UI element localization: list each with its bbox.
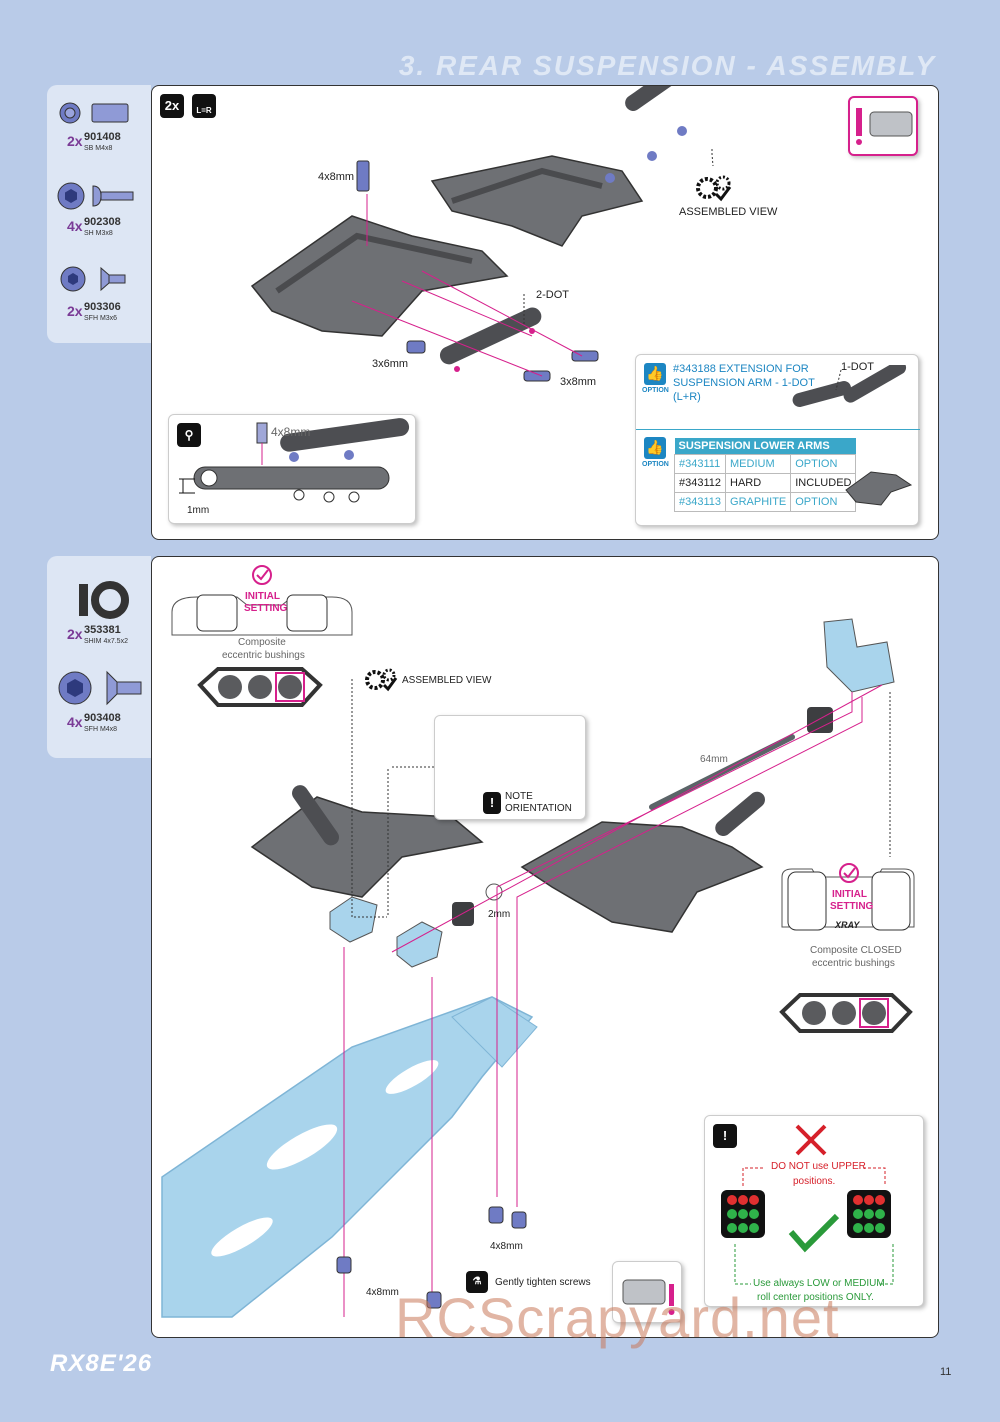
- lower-arm-thumbnail: [845, 471, 913, 506]
- one-dot-label: 1-DOT: [841, 361, 874, 373]
- shim-icon: [79, 581, 129, 619]
- assembled-view-label: ASSEMBLED VIEW: [679, 206, 778, 218]
- shim-2mm-label: 2mm: [488, 909, 511, 920]
- initial-setting-badge: [171, 565, 353, 636]
- gears-check-icon: [696, 175, 732, 202]
- option-ext-line3: (L+R): [673, 391, 701, 403]
- assembled-view-label-2: ASSEMBLED VIEW: [402, 675, 492, 686]
- parts-sidebar-step1: 2x 901408 SB M4x8 4x 902308 SH M3x8 2x 9…: [47, 85, 151, 343]
- option-ext-line1: #343188 EXTENSION FOR: [673, 363, 809, 375]
- note-orientation-box: ! NOTE ORIENTATION: [434, 715, 586, 820]
- flat-head-screw-icon: [60, 266, 126, 292]
- screw-4x8-label: 4x8mm: [318, 171, 355, 183]
- warning-line3: Use always LOW or MEDIUM: [753, 1278, 885, 1289]
- warning-line4: roll center positions ONLY.: [757, 1292, 874, 1303]
- initial-setting-label-2: SETTING: [244, 603, 288, 614]
- screw-4x8-label-a: 4x8mm: [490, 1241, 523, 1252]
- thumbs-up-icon: 👍: [644, 437, 666, 459]
- option-label-1: OPTION: [642, 387, 669, 394]
- button-head-screw-icon: [57, 182, 134, 210]
- table-row: #343112 HARD INCLUDED: [673, 473, 857, 493]
- step1-panel: 2x L=R: [151, 85, 939, 540]
- option-label-2: OPTION: [642, 461, 669, 468]
- exclamation-icon: !: [713, 1124, 737, 1148]
- screwdriver-icon: ⚗: [466, 1271, 488, 1293]
- lower-arms-table: SUSPENSION LOWER ARMS #343111 MEDIUM OPT…: [673, 438, 857, 512]
- xray-logo: XRAY: [835, 920, 860, 930]
- parts-sidebar-step2: 2x 353381 SHIM 4x7.5x2 4x 903408 SFH M4x…: [47, 556, 151, 758]
- detail-zoom-box: ⚲ 4x8mm 1mm: [168, 414, 416, 524]
- initial-setting-label-b2: SETTING: [830, 901, 874, 912]
- option-ext-line2: SUSPENSION ARM - 1-DOT: [673, 377, 815, 389]
- lower-arm-drawing: [250, 160, 509, 337]
- part-353381: 2x 353381 SHIM 4x7.5x2: [47, 576, 151, 646]
- extension-plate-drawing: [439, 307, 542, 372]
- shim-drawing: [485, 883, 503, 901]
- chassis-thumbnail-box: [612, 1261, 682, 1323]
- rear-suspension-illustration: [161, 565, 915, 1318]
- eccentric-bushings-drawing: [197, 667, 323, 707]
- closed-bushings-label-2: eccentric bushings: [812, 958, 895, 969]
- detail-1mm-label: 1mm: [187, 505, 210, 516]
- extension-plates-drawing: [792, 365, 907, 407]
- shaft-64mm-label: 64mm: [700, 754, 728, 765]
- composite-bushings-label-1: Composite: [238, 637, 286, 648]
- initial-setting-label-1: INITIAL: [245, 591, 280, 602]
- lower-arms-table-header: SUSPENSION LOWER ARMS: [674, 438, 856, 455]
- gears-check-icon: [365, 668, 398, 692]
- part-902308: 4x 902308 SH M3x8: [47, 180, 151, 240]
- rear-arm-right-drawing: [520, 791, 765, 933]
- part-901408: 2x 901408 SB M4x8: [47, 95, 151, 155]
- suspension-arm-illustration: [250, 86, 732, 382]
- bushing-icon: [59, 102, 129, 124]
- warning-box: ! DO NOT use UPPER positions. Use always…: [704, 1115, 924, 1307]
- table-row: #343111 MEDIUM OPTION: [673, 454, 857, 474]
- initial-setting-label-b1: INITIAL: [832, 889, 867, 900]
- orientation-label: ORIENTATION: [505, 803, 572, 814]
- multiplier-badge: 2x: [160, 94, 184, 118]
- roll-center-diagram: [721, 1124, 894, 1285]
- option-divider: [636, 429, 920, 430]
- initial-setting-badge-right: [781, 863, 915, 931]
- bushing-left-drawing: [452, 902, 474, 926]
- composite-bushings-label-2: eccentric bushings: [222, 650, 305, 661]
- rear-arm-left-drawing: [250, 785, 484, 898]
- step2-panel: INITIAL SETTING Composite eccentric bush…: [151, 556, 939, 1338]
- screw-4x8-label-b: 4x8mm: [366, 1287, 399, 1298]
- detail-4x8-label: 4x8mm: [271, 425, 311, 439]
- screw-3x8-label: 3x8mm: [560, 376, 597, 388]
- bushing-drawing: [807, 707, 833, 733]
- note-label: NOTE: [505, 791, 533, 802]
- warning-line1: DO NOT use UPPER: [771, 1161, 866, 1172]
- chassis-thumbnail-icon: [622, 1279, 675, 1315]
- part-903408: 4x 903408 SFH M4x8: [47, 666, 151, 736]
- flat-head-screw-icon: [58, 670, 142, 706]
- thumbs-up-icon: 👍: [644, 363, 666, 385]
- two-dot-label: 2-DOT: [536, 289, 569, 301]
- exclamation-icon: !: [483, 792, 501, 814]
- options-box: 👍 OPTION #343188 EXTENSION FOR SUSPENSIO…: [635, 354, 920, 526]
- footer-logo: RX8E'26: [50, 1350, 153, 1377]
- warning-thumbnail: [848, 96, 918, 156]
- watermark: RCScrapyard.net: [395, 1286, 840, 1349]
- page-number: 11: [940, 1366, 952, 1378]
- screw-3x6-label: 3x6mm: [372, 358, 409, 370]
- chassis-plate-drawing: [161, 996, 538, 1318]
- closed-bushings-drawing: [779, 993, 913, 1033]
- warning-line2: positions.: [793, 1176, 836, 1187]
- closed-bushings-label-1: Composite CLOSED: [810, 945, 902, 956]
- gently-tighten-label: Gently tighten screws: [495, 1277, 591, 1288]
- table-row: #343113 GRAPHITE OPTION: [673, 492, 857, 512]
- part-903306: 2x 903306 SFH M3x6: [47, 265, 151, 325]
- lr-badge: L=R: [192, 94, 216, 118]
- assembled-arm-drawing: [430, 86, 702, 247]
- detail-drawing: [179, 418, 410, 503]
- chassis-thumbnail-icon: [856, 108, 913, 145]
- page-title: 3. REAR SUSPENSION - ASSEMBLY: [398, 50, 936, 81]
- magnifier-icon: ⚲: [177, 423, 201, 447]
